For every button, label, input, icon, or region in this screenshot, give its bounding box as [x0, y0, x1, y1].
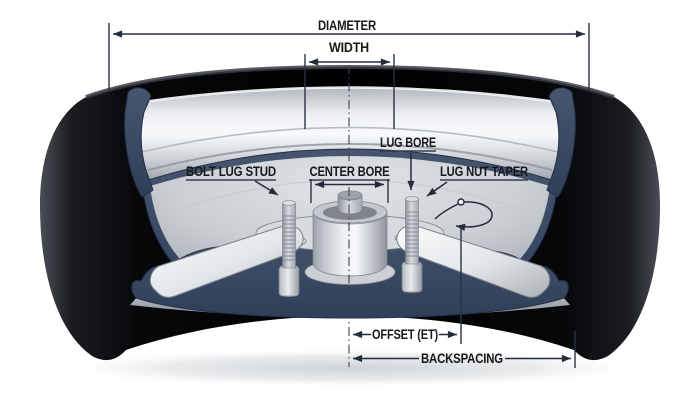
barrel-groove-2 [147, 143, 553, 171]
diameter-dimension: DIAMETER [108, 18, 590, 92]
rim-flange-cut-right [546, 87, 576, 198]
center-bore-callout: CENTER BORE [309, 164, 390, 203]
spoke-right [396, 224, 551, 298]
width-dimension: WIDTH [304, 40, 395, 129]
center-stub [337, 194, 363, 215]
lasso-tail [434, 203, 459, 220]
bolt-lug-stud-leader [254, 180, 279, 196]
rim-flange-cut-left [124, 87, 154, 198]
lug-stud-right [401, 196, 423, 293]
backspacing-dimension: BACKSPACING [352, 331, 576, 368]
lug-stud-left [278, 200, 300, 297]
barrel-groove-1 [141, 126, 559, 153]
diameter-label: DIAMETER [318, 18, 376, 33]
lasso-loop [455, 201, 493, 231]
lug-nut-taper-callout: LUG NUT TAPER [426, 164, 529, 197]
annotations: DIAMETER WIDTH BOLT LUG STUD CENTER BORE [108, 18, 590, 368]
barrel-highlight [135, 86, 565, 105]
center-bore-cylinder [304, 190, 396, 285]
lug-nut-taper-leader [426, 181, 448, 197]
bolt-lug-stud-label: BOLT LUG STUD [186, 164, 276, 179]
lug-nut-taper-lasso [434, 198, 493, 231]
floor-shadow [40, 348, 660, 388]
offset-dimension: OFFSET (ET) [352, 228, 462, 344]
lasso-handle [457, 198, 465, 206]
backspacing-label: BACKSPACING [421, 351, 503, 366]
width-label: WIDTH [329, 40, 369, 55]
lug-nut-taper-label: LUG NUT TAPER [440, 164, 528, 179]
offset-label: OFFSET (ET) [372, 327, 438, 342]
lug-bore-callout: LUG BORE [380, 135, 436, 191]
lug-bore-label: LUG BORE [380, 135, 436, 150]
spoke-left [149, 224, 304, 298]
bolt-lug-stud-callout: BOLT LUG STUD [186, 164, 279, 196]
center-stub-top [337, 190, 363, 200]
tire-top-highlight [85, 64, 615, 99]
center-bore-label: CENTER BORE [310, 164, 390, 179]
